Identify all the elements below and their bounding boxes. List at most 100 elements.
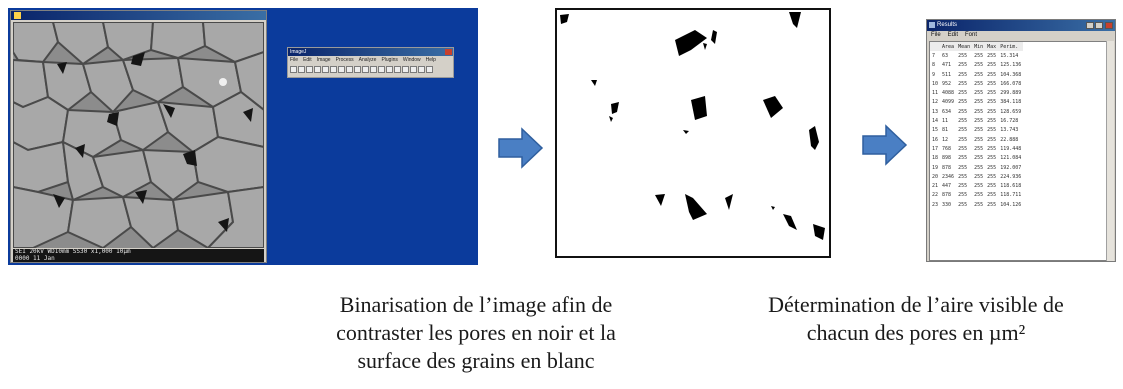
table-cell: 255 [987,90,997,97]
menu-item-plugins[interactable]: Plugins [381,57,398,63]
menu-item-edit[interactable]: Edit [947,32,959,38]
table-cell: 104.126 [1000,201,1022,208]
dropper-tool-icon[interactable] [378,66,385,73]
table-cell: 23 [932,201,939,208]
table-cell: 768 [942,145,952,152]
menu-item-help[interactable]: Help [425,57,436,63]
menu-item-edit[interactable]: Edit [303,57,312,63]
point-tool-icon[interactable] [338,66,345,73]
oval-tool-icon[interactable] [298,66,305,73]
imagej-menubar: File Edit Image Process Analyze Plugins … [288,56,453,65]
table-cell: 255 [974,127,984,134]
table-cell: 16.728 [1000,118,1019,125]
table-cell: 255 [987,118,997,125]
table-cell: 19 [932,164,939,171]
magnifier-tool-icon[interactable] [362,66,369,73]
table-cell: 255 [958,71,968,78]
table-cell: 255 [958,136,968,143]
custom-tool-icon[interactable] [402,66,409,73]
menu-item-process[interactable]: Process [335,57,354,63]
minimize-icon[interactable] [1086,22,1094,29]
custom-tool-icon[interactable] [418,66,425,73]
menu-item-font[interactable]: Font [965,32,978,38]
vertical-scrollbar[interactable] [1106,41,1114,261]
window-icon [929,22,935,28]
table-cell: 2346 [942,173,955,180]
table-cell: 121.084 [1000,155,1022,162]
close-icon[interactable] [1105,22,1113,29]
menu-item-window[interactable]: Window [402,57,421,63]
polygon-tool-icon[interactable] [306,66,313,73]
column-header[interactable]: Perim. [998,42,1024,52]
table-cell: 255 [987,136,997,143]
custom-tool-icon[interactable] [410,66,417,73]
table-cell: 255 [974,145,984,152]
hand-tool-icon[interactable] [370,66,377,73]
column-header[interactable]: Mean [956,42,973,52]
table-cell: 224.936 [1000,173,1022,180]
line-tool-icon[interactable] [322,66,329,73]
rectangle-tool-icon[interactable] [290,66,297,73]
menu-item-file[interactable]: File [931,32,941,38]
column-header[interactable]: Area [940,42,957,52]
column-header[interactable] [930,42,941,52]
table-cell: 255 [987,164,997,171]
table-cell: 255 [974,136,984,143]
column-header[interactable]: Min [972,42,986,52]
table-cell: 255 [974,118,984,125]
wand-tool-icon[interactable] [346,66,353,73]
menu-item-file[interactable]: File [290,57,299,63]
table-cell: 255 [958,183,968,190]
close-icon[interactable] [445,49,452,55]
table-cell: 330 [942,201,952,208]
results-titlebar: Results [927,20,1115,31]
caption-line: Binarisation de l’image afin de [339,292,613,317]
table-cell: 192.007 [1000,164,1022,171]
custom-tool-icon[interactable] [386,66,393,73]
custom-tool-icon[interactable] [426,66,433,73]
table-cell: 255 [987,145,997,152]
table-cell: 255 [974,173,984,180]
table-cell: 384.118 [1000,99,1022,106]
menu-item-analyze[interactable]: Analyze [358,57,377,63]
sem-window-titlebar [11,11,266,20]
angle-tool-icon[interactable] [330,66,337,73]
column-header[interactable]: Max [985,42,999,52]
table-cell: 255 [987,173,997,180]
caption-line: Détermination de l’aire visible de [768,292,1064,317]
menu-item-image[interactable]: Image [316,57,331,63]
maximize-icon[interactable] [1095,22,1103,29]
table-cell: 255 [987,192,997,199]
custom-tool-icon[interactable] [394,66,401,73]
freehand-tool-icon[interactable] [314,66,321,73]
table-cell: 878 [942,192,952,199]
table-cell: 16 [932,136,939,143]
table-cell: 255 [987,108,997,115]
table-cell: 255 [958,192,968,199]
text-tool-icon[interactable] [354,66,361,73]
table-cell: 255 [974,192,984,199]
table-cell: 119.448 [1000,145,1022,152]
sem-info-line: 0000 11 Jan [15,254,55,262]
table-cell: 11 [932,90,939,97]
